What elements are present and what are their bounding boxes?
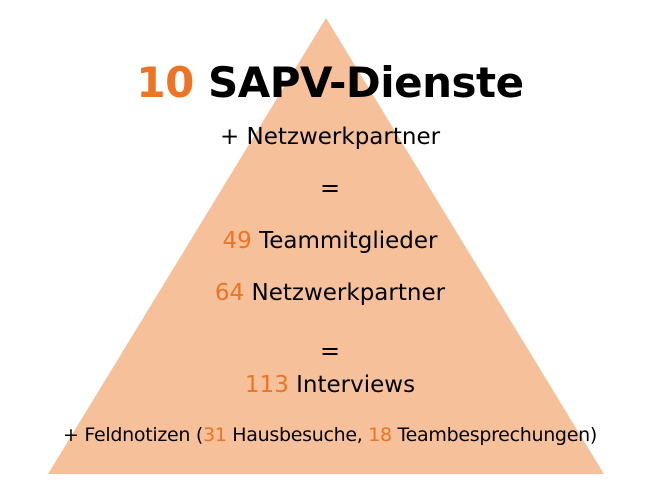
team-members-count: 49	[222, 228, 252, 254]
network-partners-count: 64	[214, 280, 245, 306]
team-meetings-label: Teambesprechungen)	[391, 424, 598, 446]
network-partners-line: 64 Netzwerkpartner	[0, 280, 660, 306]
services-label: SAPV-Dienste	[193, 58, 524, 107]
team-meetings-count: 18	[368, 424, 392, 446]
equals-sign-2: =	[319, 337, 341, 365]
interviews-count: 113	[244, 372, 289, 398]
fieldnotes-prefix: + Feldnotizen (	[63, 424, 203, 446]
pyramid-shape	[48, 18, 604, 474]
house-visits-label: Hausbesuche,	[226, 424, 369, 446]
team-members-line: 49 Teammitglieder	[0, 228, 660, 254]
team-members-label: Teammitglieder	[251, 228, 438, 254]
fieldnotes-line: + Feldnotizen (31 Hausbesuche, 18 Teambe…	[0, 424, 660, 446]
interviews-label: Interviews	[288, 372, 416, 398]
services-count: 10	[136, 58, 194, 107]
equals-sign-1: =	[319, 174, 341, 202]
network-partners-label: Netzwerkpartner	[244, 280, 446, 306]
house-visits-count: 31	[202, 424, 227, 446]
interviews-line: 113 Interviews	[0, 372, 660, 398]
diagram-title: 10 SAPV-Dienste	[0, 58, 660, 107]
partners-plus-line: + Netzwerkpartner	[219, 124, 441, 150]
